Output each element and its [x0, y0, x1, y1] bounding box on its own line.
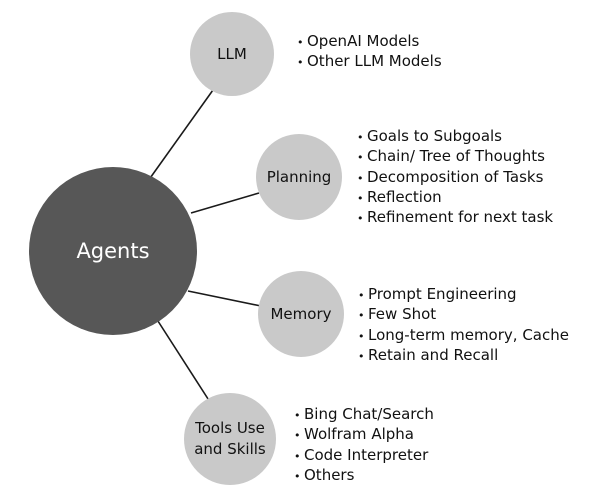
llm-node: LLM	[190, 12, 274, 96]
list-item: Others	[294, 465, 434, 485]
memory-node-label: Memory	[270, 304, 332, 323]
connector-planning	[190, 192, 260, 214]
connector-tools	[155, 317, 211, 403]
connector-memory	[187, 290, 262, 307]
list-item: Retain and Recall	[358, 345, 569, 365]
planning-node: Planning	[256, 134, 342, 220]
list-item: Other LLM Models	[297, 51, 442, 71]
tools-node: Tools Use and Skills	[184, 393, 276, 485]
list-item: Refinement for next task	[357, 207, 553, 227]
connector-llm	[147, 89, 214, 182]
list-item: Wolfram Alpha	[294, 424, 434, 444]
list-item: Few Shot	[358, 304, 569, 324]
list-item: Long-term memory, Cache	[358, 325, 569, 345]
list-item: OpenAI Models	[297, 31, 442, 51]
llm-items: OpenAI Models Other LLM Models	[297, 31, 442, 72]
memory-node: Memory	[258, 271, 344, 357]
agents-center-label: Agents	[76, 239, 150, 263]
list-item: Code Interpreter	[294, 445, 434, 465]
tools-node-label: Tools Use and Skills	[194, 419, 266, 458]
list-item: Bing Chat/Search	[294, 404, 434, 424]
agents-center-node: Agents	[29, 167, 197, 335]
llm-node-label: LLM	[217, 44, 247, 63]
planning-node-label: Planning	[266, 167, 332, 186]
list-item: Goals to Subgoals	[357, 126, 553, 146]
list-item: Chain/ Tree of Thoughts	[357, 146, 553, 166]
tools-items: Bing Chat/Search Wolfram Alpha Code Inte…	[294, 404, 434, 485]
list-item: Prompt Engineering	[358, 284, 569, 304]
planning-items: Goals to Subgoals Chain/ Tree of Thought…	[357, 126, 553, 227]
memory-items: Prompt Engineering Few Shot Long-term me…	[358, 284, 569, 365]
list-item: Decomposition of Tasks	[357, 167, 553, 187]
list-item: Reflection	[357, 187, 553, 207]
